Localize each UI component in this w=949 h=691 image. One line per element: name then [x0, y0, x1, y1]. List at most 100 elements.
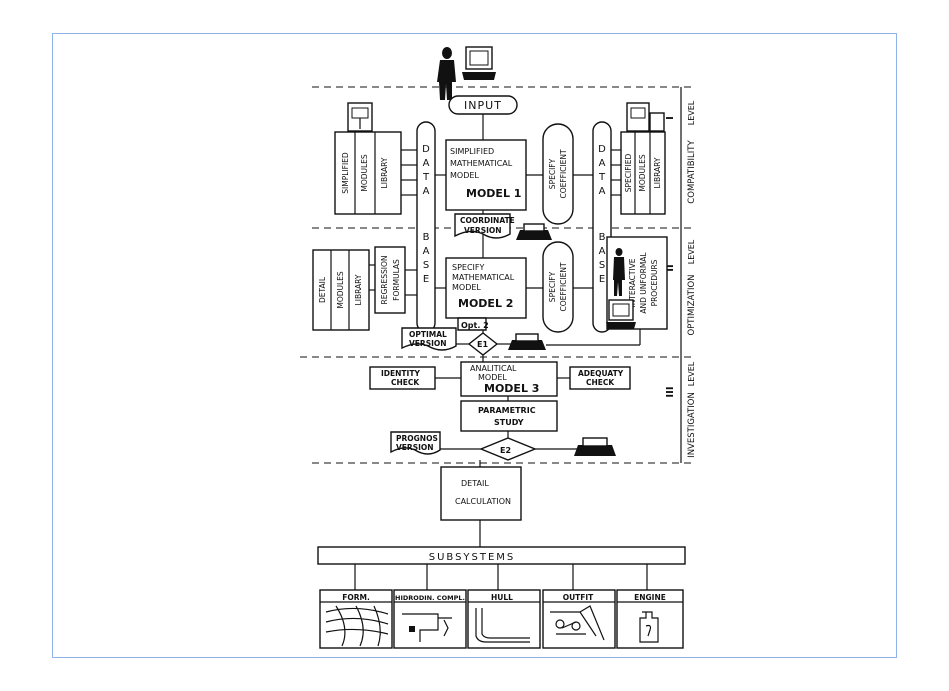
data-base-right-letter: E: [599, 274, 605, 285]
detail-modules-library: DETAIL MODULES LIBRARY: [312, 249, 370, 331]
data-base-left-letter: T: [422, 172, 430, 183]
e1-decision-diamond: E1: [467, 332, 499, 356]
coordinate-version-line: VERSION: [464, 226, 502, 235]
model-2-line: MATHEMATICAL: [452, 273, 515, 282]
operator-person-icon: [613, 248, 625, 296]
detail-calculation-box: DETAIL CALCULATION: [440, 466, 522, 521]
specify-coefficient-line: SPECIFY: [548, 158, 557, 189]
model-1-line: MODEL: [450, 171, 479, 180]
model-1-line: SIMPLIFIED: [450, 147, 494, 156]
level-2-roman: II: [665, 264, 676, 271]
prognos-version-line: VERSION: [396, 443, 434, 452]
specify-coefficient-line: COEFFICIENT: [559, 262, 568, 312]
interactive-line: INTERACTIVE: [628, 258, 637, 307]
model-1-line: MATHEMATICAL: [450, 159, 513, 168]
data-base-right-letter: D: [598, 144, 606, 155]
level-2-level: LEVEL: [687, 239, 696, 264]
model-2-box: SPECIFY MATHEMATICAL MODEL MODEL 2: [445, 257, 527, 319]
e2-decision-diamond: E2: [479, 437, 537, 461]
data-base-left-letter: S: [423, 260, 429, 271]
simplified-library-line: SIMPLIFIED: [341, 152, 350, 194]
printer-icon: [508, 333, 546, 350]
identity-check-line: IDENTITY: [381, 369, 420, 378]
prognos-version-document: PROGNOS VERSION: [390, 431, 441, 455]
printer-icon: [516, 223, 552, 240]
data-base-left: D A T A B A S E: [416, 121, 436, 333]
simplified-library-line: MODULES: [360, 154, 369, 192]
simplified-modules-library: SIMPLIFIED MODULES LIBRARY: [334, 131, 402, 215]
parametric-study-line: PARAMETRIC: [478, 406, 536, 415]
subsystem-outfit: OUTFIT: [542, 589, 616, 649]
parametric-study-line: STUDY: [494, 418, 524, 427]
data-base-right-letter: S: [599, 260, 605, 271]
adequaty-check-box: ADEQUATY CHECK: [569, 366, 631, 390]
regression-line: REGRESSION: [380, 256, 389, 305]
data-base-right-letter: A: [599, 186, 606, 197]
file-cabinet-icon: [626, 102, 665, 132]
specified-library-line: MODULES: [638, 154, 647, 192]
model-2-line: SPECIFY: [452, 263, 485, 272]
subsystem-engine-label: ENGINE: [634, 593, 666, 602]
printer-icon: [574, 437, 616, 456]
subsystems-bar: SUBSYSTEMS: [317, 546, 686, 565]
computer-terminal-icon: [462, 46, 496, 80]
data-base-right-letter: T: [598, 172, 606, 183]
specified-library-line: SPECIFIED: [624, 154, 633, 193]
level-1-roman: I: [665, 116, 676, 120]
parametric-study-box: PARAMETRIC STUDY: [460, 400, 558, 432]
model-2-line: MODEL: [452, 283, 481, 292]
adequaty-check-line: CHECK: [586, 378, 615, 387]
specify-coefficient-2: SPECIFY COEFFICIENT: [542, 241, 574, 333]
level-label-3: INVESTIGATION III LEVEL: [665, 361, 697, 458]
subsystem-hidrodin-label: HIDRODIN. COMPL.: [395, 594, 465, 602]
detail-library-line: LIBRARY: [354, 274, 363, 305]
adequaty-check-line: ADEQUATY: [578, 369, 624, 378]
data-base-right-letter: A: [599, 246, 606, 257]
interactive-line: PROCEDURS: [650, 259, 659, 306]
input-label: INPUT: [464, 99, 502, 112]
specify-coefficient-line: COEFFICIENT: [559, 149, 568, 199]
model-3-box: ANALITICAL MODEL MODEL 3: [460, 361, 558, 397]
data-base-left-letter: D: [422, 144, 430, 155]
level-3-roman: III: [665, 386, 676, 397]
opt-2-label: Opt. 2: [461, 321, 489, 330]
data-base-left-letter: A: [423, 158, 430, 169]
level-1-name: COMPATIBILITY: [687, 140, 697, 204]
coordinate-version-line: COORDINATE: [460, 216, 515, 225]
subsystem-outfit-label: OUTFIT: [563, 593, 594, 602]
coordinate-version-document: COORDINATE VERSION: [454, 213, 515, 239]
subsystem-form: FORM.: [319, 589, 393, 649]
model-3-name: MODEL 3: [484, 382, 539, 395]
regression-line: FORMULAS: [392, 259, 401, 301]
data-base-left-letter: E: [423, 274, 429, 285]
prognos-version-line: PROGNOS: [396, 434, 438, 443]
optimal-version-document: OPTIMAL VERSION: [401, 327, 457, 351]
level-label-1: COMPATIBILITY I LEVEL: [665, 100, 697, 203]
detail-library-line: MODULES: [336, 271, 345, 309]
data-base-left-letter: B: [423, 232, 430, 243]
data-base-right-letter: A: [599, 158, 606, 169]
model-3-line: ANALITICAL: [470, 364, 517, 373]
optimal-version-line: OPTIMAL: [409, 330, 447, 339]
level-label-2: OPTIMIZATION II LEVEL: [665, 239, 697, 335]
detail-calc-line: DETAIL: [461, 479, 489, 488]
level-1-level: LEVEL: [687, 100, 696, 125]
model-3-line: MODEL: [478, 373, 507, 382]
simplified-library-line: LIBRARY: [380, 157, 389, 188]
subsystem-hull-label: HULL: [491, 593, 513, 602]
figure-frame: [52, 33, 897, 658]
specified-modules-library: SPECIFIED MODULES LIBRARY: [620, 131, 666, 215]
subsystem-hull: HULL: [467, 589, 541, 649]
level-3-level: LEVEL: [687, 361, 696, 386]
subsystems-label: SUBSYSTEMS: [429, 552, 516, 563]
specify-coefficient-line: SPECIFY: [548, 271, 557, 302]
e2-label: E2: [500, 446, 511, 455]
file-cabinet-icon: [347, 102, 373, 132]
level-3-name: INVESTIGATION: [687, 392, 697, 458]
subsystem-engine: ENGINE: [616, 589, 684, 649]
detail-library-line: DETAIL: [318, 276, 327, 303]
e1-label: E1: [477, 340, 488, 349]
specify-coefficient-1: SPECIFY COEFFICIENT: [542, 123, 574, 225]
interactive-line: AND UNFORMAL: [639, 252, 648, 314]
